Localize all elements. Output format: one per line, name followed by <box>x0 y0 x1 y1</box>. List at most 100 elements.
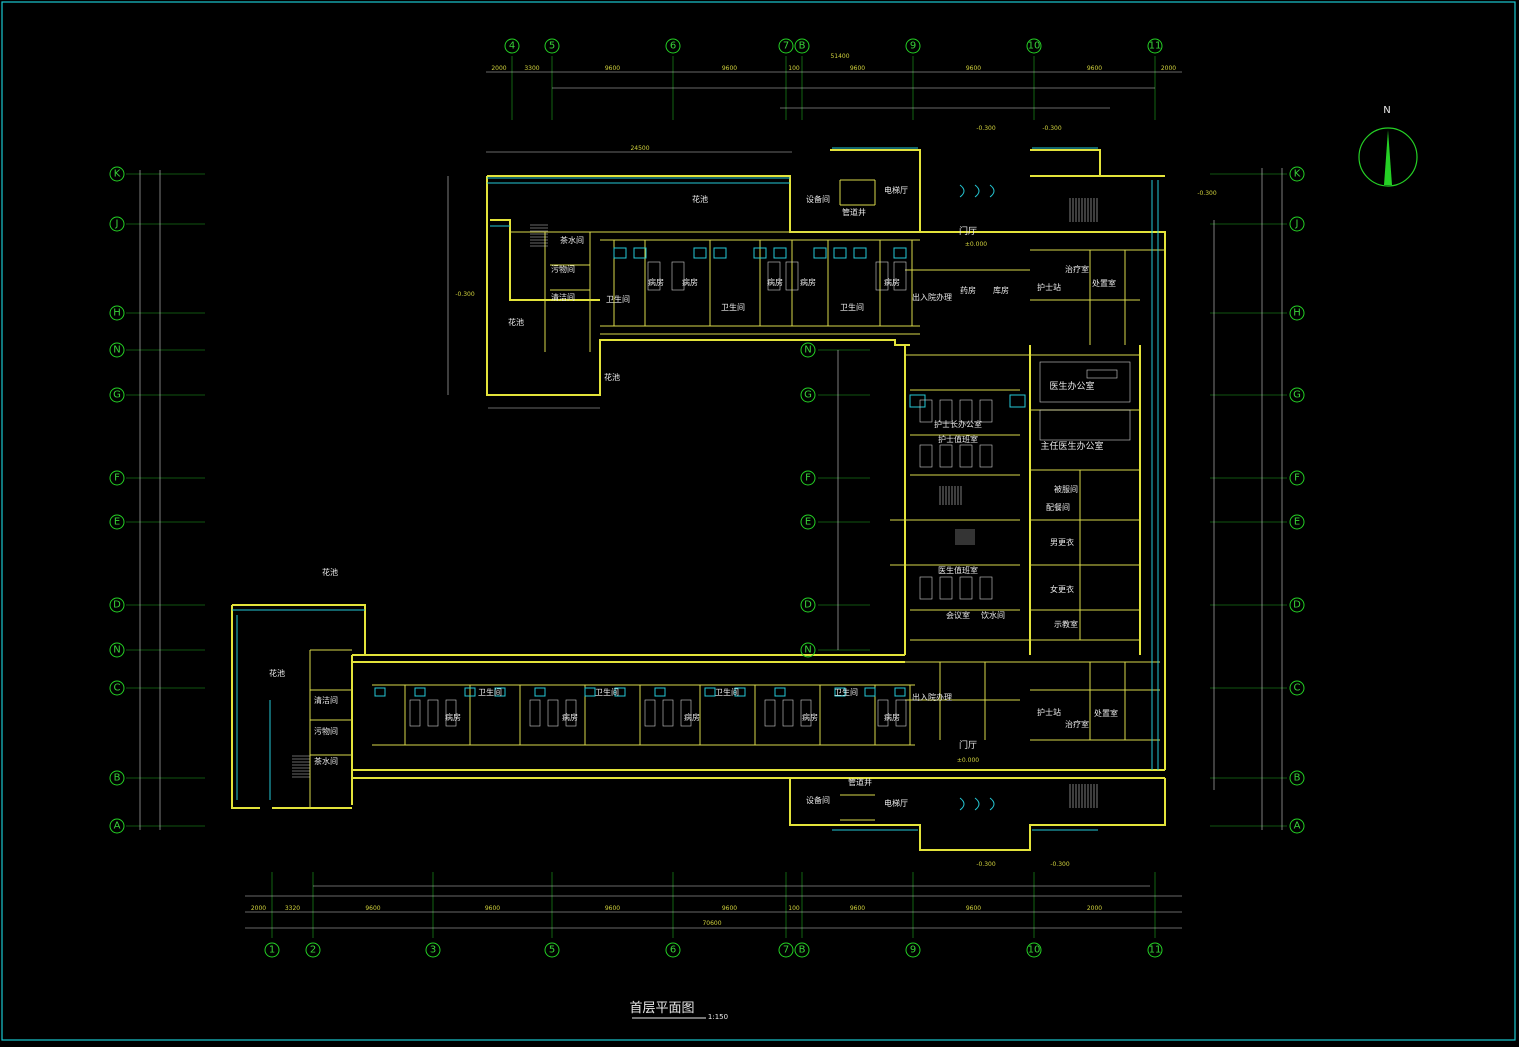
axis-left-10: B <box>109 770 125 786</box>
room-meeting: 会议室 <box>946 610 970 620</box>
level-3: -0.300 <box>455 291 475 298</box>
room-garden-north: 花池 <box>692 194 708 204</box>
axis-mid-1-label: G <box>804 390 812 401</box>
level-markers: -0.300 ±0.000 -0.300 ±0.000 -0.300 -0.30… <box>455 125 1217 868</box>
axis-bottom-4: 6 <box>665 942 681 958</box>
axis-mid-4: D <box>800 597 816 613</box>
axis-right-4-label: F <box>1294 473 1300 484</box>
room-dirty-south: 污物间 <box>314 726 338 736</box>
room-garden-south: 花池 <box>322 567 338 577</box>
room-wc-4: 卫生间 <box>478 687 502 697</box>
axis-bottom-8-label: 10 <box>1028 945 1041 956</box>
axis-bottom-2-label: 3 <box>430 945 436 956</box>
axis-left-11: A <box>109 818 125 834</box>
room-elevator-south: 电梯厅 <box>884 798 908 808</box>
axis-bottom-2: 3 <box>425 942 441 958</box>
dim-bottom-1: 3320 <box>285 905 300 912</box>
room-locker-female: 女更衣 <box>1050 584 1074 594</box>
room-garden-west: 花池 <box>508 317 524 327</box>
room-elevator-north: 电梯厅 <box>884 185 908 195</box>
room-ward-7: 病房 <box>562 712 578 722</box>
axis-bottom-3-label: 5 <box>549 945 555 956</box>
room-shaft-south: 管道井 <box>848 777 872 787</box>
axis-bottom-9-label: 11 <box>1149 945 1162 956</box>
axis-left-9-label: C <box>114 683 121 694</box>
axis-left-9: C <box>109 680 125 696</box>
room-ward-2: 病房 <box>682 277 698 287</box>
dim-bottom-3: 9600 <box>485 905 500 912</box>
dim-bottom-5: 9600 <box>722 905 737 912</box>
room-locker-male: 男更衣 <box>1050 537 1074 547</box>
axis-left-8: N <box>109 642 125 658</box>
axis-bottom-6-label: B <box>799 945 806 956</box>
level-7: -0.300 <box>1050 861 1070 868</box>
axis-right-0: K <box>1289 166 1305 182</box>
room-disposal-north: 处置室 <box>1092 278 1116 288</box>
axis-bottom-8: 10 <box>1026 942 1042 958</box>
axis-right-4: F <box>1289 470 1305 486</box>
dim-top-4: 100 <box>788 65 800 72</box>
room-nurse-duty: 护士值班室 <box>938 434 978 444</box>
north-arrow: N <box>1358 105 1418 187</box>
room-ward-3: 病房 <box>767 277 783 287</box>
room-garden-southwest: 花池 <box>269 668 285 678</box>
level-4: ±0.000 <box>957 757 979 764</box>
axis-right-3: G <box>1289 387 1305 403</box>
axis-mid-1: G <box>800 387 816 403</box>
room-ward-4: 病房 <box>800 277 816 287</box>
axis-left-1-label: J <box>115 219 119 230</box>
room-admission-south: 出入院办理 <box>912 692 952 702</box>
axis-left-3: N <box>109 342 125 358</box>
axis-left-0-label: K <box>114 169 121 180</box>
dim-bottom-7: 9600 <box>850 905 865 912</box>
room-dirty-north: 污物间 <box>551 264 575 274</box>
room-wc-7: 卫生间 <box>834 687 858 697</box>
dim-top-7: 9600 <box>1087 65 1102 72</box>
axis-mid-0: N <box>800 342 816 358</box>
room-wc-2: 卫生间 <box>721 302 745 312</box>
level-5: -0.300 <box>976 861 996 868</box>
level-8: -0.300 <box>1042 125 1062 132</box>
room-disposal-south: 处置室 <box>1094 708 1118 718</box>
axis-right-5: E <box>1289 514 1305 530</box>
axis-left-2-label: H <box>113 308 121 319</box>
axis-top-1: 5 <box>544 38 560 54</box>
room-doctor-office: 医生办公室 <box>1049 380 1094 392</box>
room-ward-5: 病房 <box>884 277 900 287</box>
axis-top-4: B <box>794 38 810 54</box>
room-wc-5: 卫生间 <box>595 687 619 697</box>
dim-top-6: 9600 <box>966 65 981 72</box>
axis-right-0-label: K <box>1294 169 1301 180</box>
axis-right-2: H <box>1289 305 1305 321</box>
axis-right-8-label: B <box>1294 773 1301 784</box>
axis-bottom-9: 11 <box>1147 942 1163 958</box>
axis-left-10-label: B <box>114 773 121 784</box>
axis-mid-4-label: D <box>804 600 812 611</box>
axis-bottom-6: B <box>794 942 810 958</box>
room-garden-northwest: 花池 <box>604 372 620 382</box>
axis-mid-2-label: F <box>805 473 811 484</box>
axis-left-4: G <box>109 387 125 403</box>
axis-bottom-1: 2 <box>305 942 321 958</box>
room-wc-1: 卫生间 <box>606 294 630 304</box>
room-pantry: 配餐间 <box>1046 503 1070 512</box>
axis-left-6-label: E <box>114 517 120 528</box>
axis-right-6: D <box>1289 597 1305 613</box>
room-ward-8: 病房 <box>684 712 700 722</box>
room-clean-south: 清洁间 <box>314 695 338 705</box>
axis-top-6-label: 10 <box>1028 41 1041 52</box>
axis-top-7: 11 <box>1147 38 1163 54</box>
axis-right-2-label: H <box>1293 308 1301 319</box>
building-walls <box>231 149 1166 851</box>
dim-bottom-9: 2000 <box>1087 905 1102 912</box>
dim-top-2: 9600 <box>605 65 620 72</box>
axis-left-4-label: G <box>113 390 121 401</box>
dim-bottom-2: 9600 <box>365 905 380 912</box>
dim-top-total: 51400 <box>830 53 849 60</box>
axis-right-9: A <box>1289 818 1305 834</box>
axis-top-7-label: 11 <box>1149 41 1162 52</box>
